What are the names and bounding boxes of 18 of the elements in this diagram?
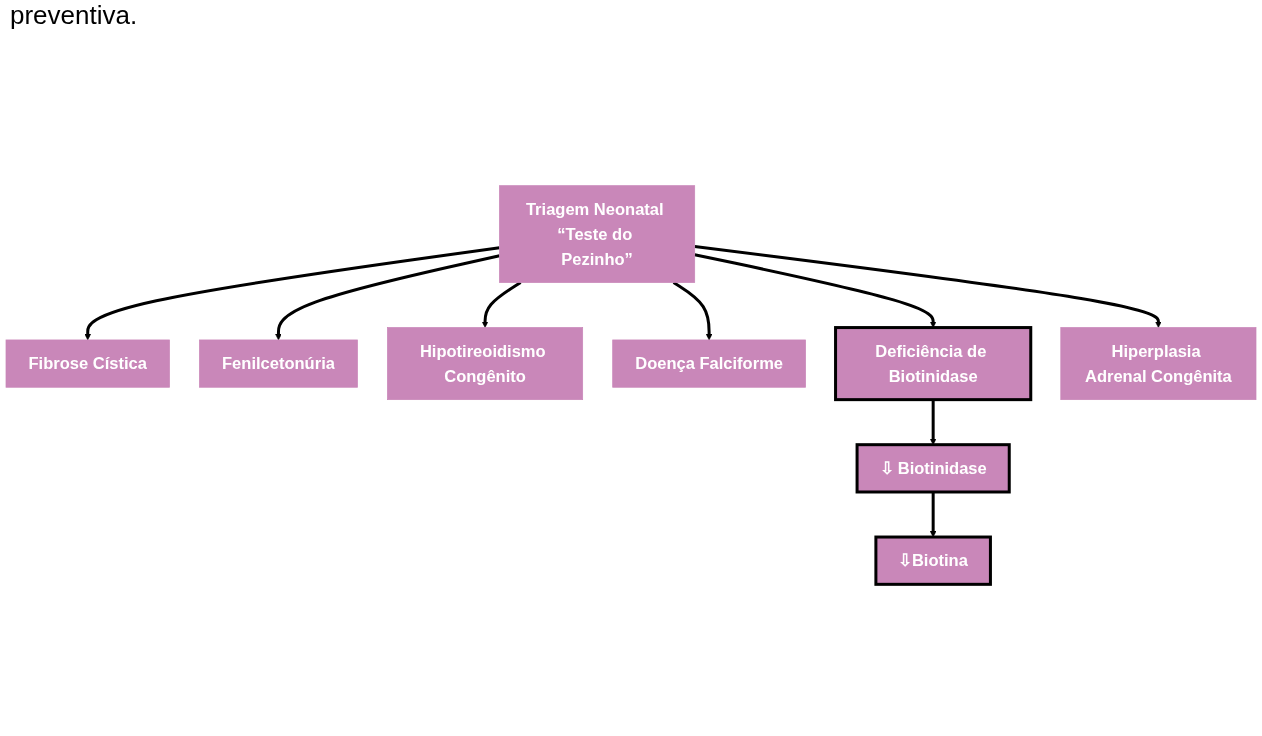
- arrow: [275, 254, 500, 341]
- arrow: [481, 281, 522, 328]
- arrow: [694, 253, 937, 328]
- arrow: [929, 399, 937, 445]
- node-box: Hiperplasia Adrenal Congênita: [1060, 327, 1257, 400]
- node-box: ⇩Biotina: [874, 535, 992, 586]
- node-box: Hipotireoidismo Congênito: [387, 327, 584, 400]
- arrow: [84, 246, 500, 341]
- node-box: Triagem Neonatal “Teste do Pezinho”: [499, 185, 696, 283]
- node-box: Deficiência de Biotinidase: [834, 326, 1033, 402]
- node-box: Fenilcetonúria: [199, 339, 358, 388]
- arrow: [694, 244, 1162, 328]
- node-box: ⇩ Biotinidase: [855, 443, 1011, 494]
- node-box: Doença Falciforme: [612, 339, 806, 388]
- node-box: Fibrose Cística: [5, 339, 170, 388]
- arrow: [929, 492, 937, 538]
- note-text: preventiva.: [10, 0, 138, 31]
- arrow: [672, 281, 713, 341]
